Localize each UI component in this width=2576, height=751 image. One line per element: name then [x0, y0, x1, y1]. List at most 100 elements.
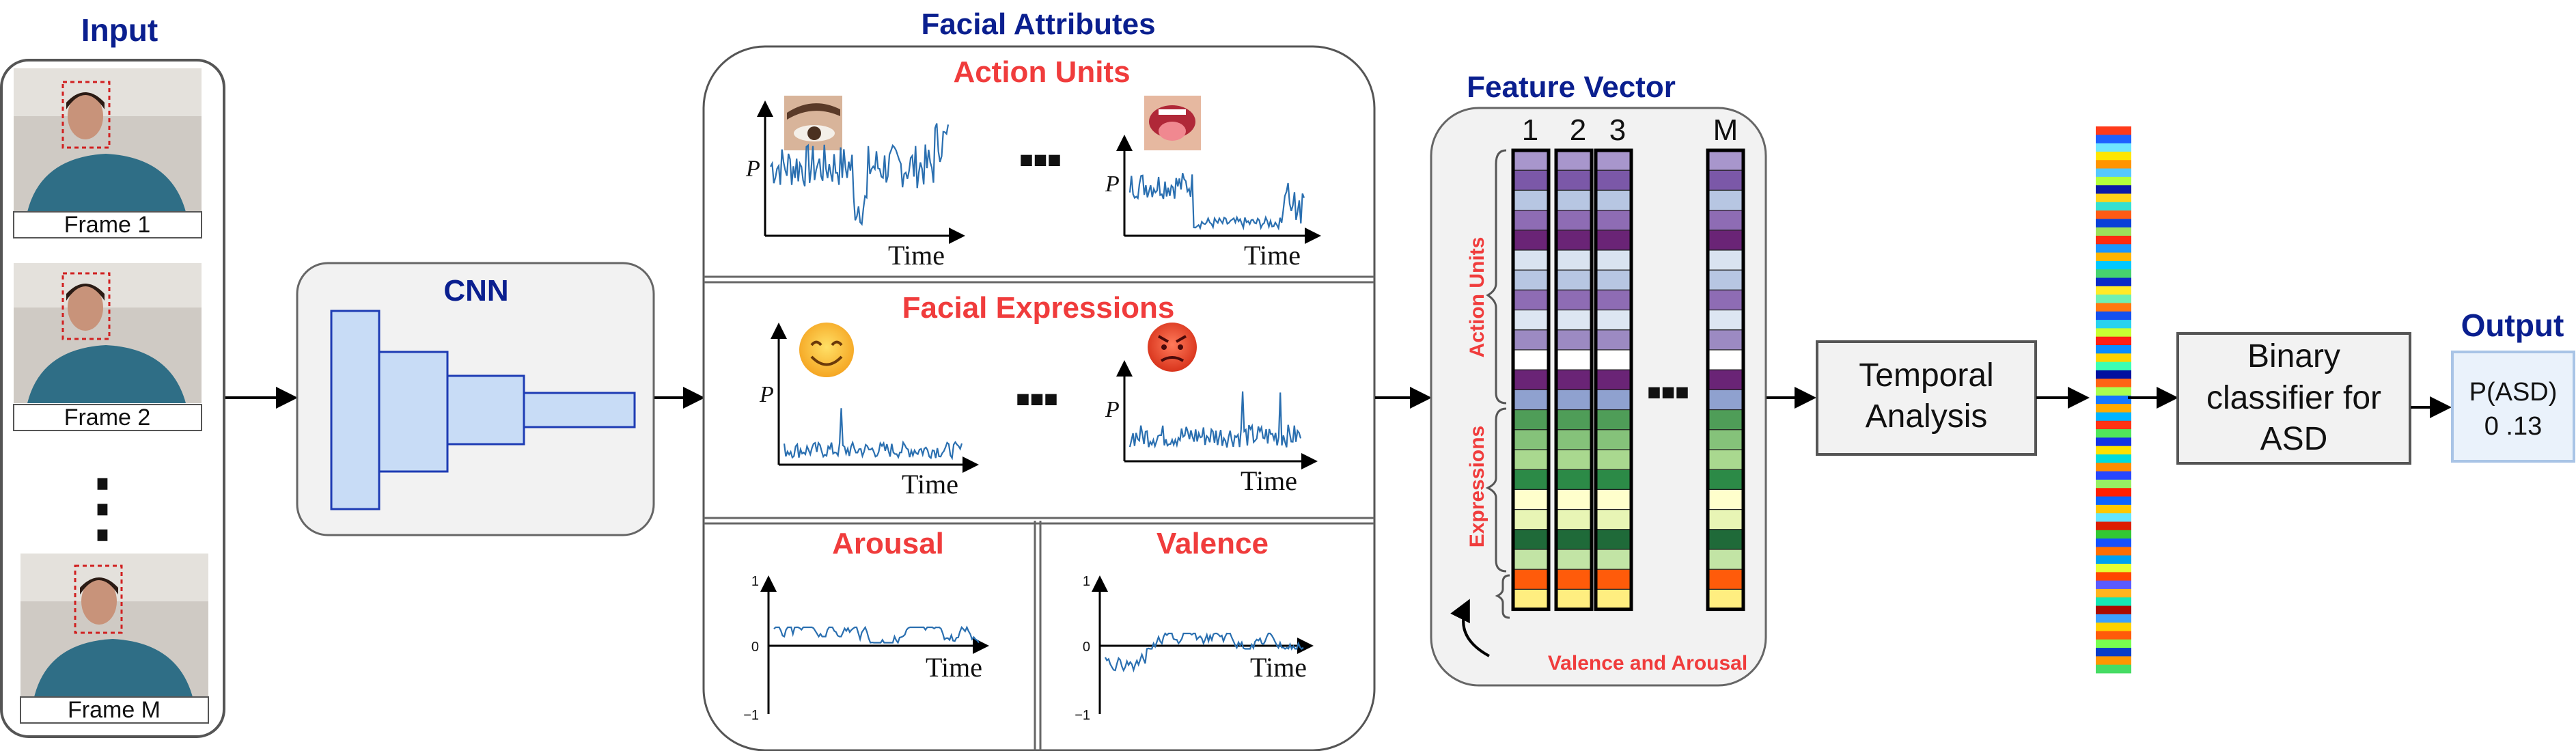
feature-cell	[1512, 588, 1549, 610]
feature-cell	[1512, 489, 1549, 510]
strip-segment	[2096, 379, 2131, 387]
output-label: P(ASD)	[2469, 378, 2558, 407]
strip-segment	[2096, 547, 2131, 556]
feature-column-border	[1706, 148, 1745, 612]
feature-cell	[1707, 469, 1744, 491]
strip-segment	[2096, 446, 2131, 455]
feature-cell	[1707, 349, 1744, 370]
strip-segment	[2096, 320, 2131, 329]
feature-cell	[1555, 508, 1592, 530]
strip-segment	[2096, 437, 2131, 447]
strip-segment	[2096, 277, 2131, 287]
person-body	[27, 154, 186, 212]
feature-cell	[1595, 489, 1632, 510]
feature-cell	[1707, 150, 1744, 171]
feature-cell	[1595, 529, 1632, 550]
valence-title: Valence	[1157, 527, 1269, 560]
strip-segment	[2096, 311, 2131, 320]
strip-segment	[2096, 504, 2131, 514]
strip-segment	[2096, 588, 2131, 598]
strip-segment	[2096, 286, 2131, 295]
feature-cell	[1707, 489, 1744, 510]
expressions-brace	[1485, 407, 1507, 573]
strip-segment	[2096, 303, 2131, 312]
cnn-title: CNN	[443, 274, 508, 308]
feature-cell	[1555, 289, 1592, 311]
strip-segment	[2096, 135, 2131, 144]
y-tick-label: 1	[1083, 574, 1090, 589]
strip-segment	[2096, 176, 2131, 186]
feature-cell	[1512, 429, 1549, 450]
strip-segment	[2096, 244, 2131, 254]
output-box	[2451, 351, 2575, 463]
feature-cell	[1555, 269, 1592, 291]
classifier-block: Binary classifier for ASD	[2176, 332, 2411, 465]
x-axis-label: Time	[902, 469, 958, 500]
y-tick-label: −1	[743, 708, 759, 723]
series-line	[1128, 391, 1302, 449]
y-axis-label: P	[1105, 397, 1120, 422]
feature-cell	[1555, 529, 1592, 550]
feature-cell	[1555, 349, 1592, 370]
feature-cell	[1555, 329, 1592, 351]
feature-cell	[1707, 429, 1744, 450]
feature-cell	[1555, 169, 1592, 191]
strip-segment	[2096, 454, 2131, 463]
feature-vector-section: Feature Vector 1 2 3 M ■■■ Action Units …	[1430, 70, 1767, 687]
facial-attributes-section: Facial Attributes Action Units ■■■ Facia…	[702, 8, 1376, 751]
strip-segment	[2096, 160, 2131, 169]
feature-cell	[1707, 249, 1744, 271]
x-axis-label: Time	[888, 240, 945, 271]
strip-segment	[2096, 605, 2131, 615]
action-units-brace	[1486, 149, 1507, 405]
face-bounding-box	[74, 564, 123, 634]
feature-cell	[1595, 289, 1632, 311]
strip-segment	[2096, 479, 2131, 489]
feature-cell	[1512, 569, 1549, 590]
feature-cell	[1512, 169, 1549, 191]
strip-segment	[2096, 564, 2131, 573]
valence-arousal-brace	[1495, 574, 1510, 619]
frame-m: Frame M	[20, 554, 209, 724]
feature-cell	[1555, 249, 1592, 271]
strip-segment	[2096, 227, 2131, 236]
feature-cell	[1595, 210, 1632, 231]
happy-emoji-icon	[799, 323, 854, 377]
strip-segment	[2096, 387, 2131, 396]
feature-cell	[1512, 469, 1549, 491]
series-line	[773, 625, 980, 644]
feature-cell	[1555, 469, 1592, 491]
strip-segment	[2096, 295, 2131, 303]
strip-segment	[2096, 580, 2131, 590]
y-tick-label: 1	[751, 574, 759, 589]
facial-expressions-title: Facial Expressions	[902, 291, 1175, 325]
feature-cell	[1707, 230, 1744, 251]
y-tick-label: 0	[751, 640, 759, 655]
frame-label: Frame M	[68, 697, 161, 723]
feature-cell	[1512, 269, 1549, 291]
feature-cell	[1512, 549, 1549, 570]
time-series-plot: 1 0 −1 Time	[743, 574, 989, 723]
feature-cell	[1595, 189, 1632, 211]
strip-segment	[2096, 236, 2131, 245]
strip-segment	[2096, 361, 2131, 371]
feature-cell	[1707, 269, 1744, 291]
feature-cell	[1595, 508, 1632, 530]
feature-cell	[1707, 569, 1744, 590]
feature-vector-title: Feature Vector	[1467, 70, 1676, 104]
feature-cell	[1512, 508, 1549, 530]
strip-segment	[2096, 648, 2131, 657]
classifier-box	[2176, 332, 2411, 465]
feature-cell	[1595, 310, 1632, 331]
strip-segment	[2096, 210, 2131, 219]
strip-segment	[2096, 496, 2131, 506]
feature-cell	[1595, 569, 1632, 590]
action-units-title: Action Units	[953, 55, 1130, 89]
strip-segment	[2096, 572, 2131, 582]
x-axis-label: Time	[926, 652, 982, 683]
